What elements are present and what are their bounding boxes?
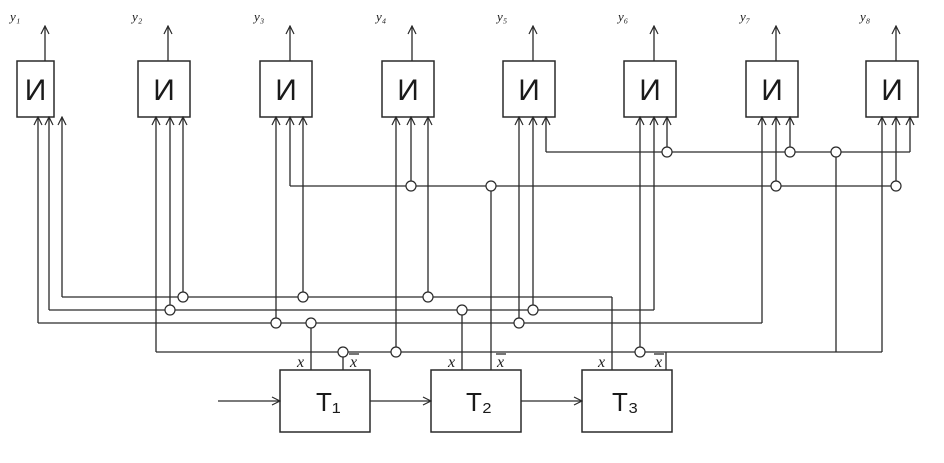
gate-label: И: [518, 74, 540, 107]
trigger-3: T₃ x x: [581, 353, 673, 433]
gate-label: И: [397, 74, 419, 107]
trigger-1: T₁ x x: [279, 353, 371, 433]
output-label-y2: y₂: [130, 9, 143, 24]
q-output-label: x: [447, 354, 455, 371]
and-gate-8: И y₈: [858, 9, 919, 118]
trigger-label: T₁: [316, 387, 341, 417]
output-label-y8: y₈: [858, 9, 871, 24]
output-label-y1: y₁: [8, 9, 20, 24]
and-gate-4: И y₄: [374, 9, 435, 118]
and-gate-1: И y₁: [8, 9, 55, 118]
and-gate-5: И y₅: [495, 9, 556, 118]
not-q-output-label: x: [349, 354, 357, 371]
gate-label: И: [25, 74, 47, 107]
and-gate-2: И y₂: [130, 9, 191, 118]
output-label-y6: y₆: [616, 9, 628, 24]
gate-label: И: [881, 74, 903, 107]
and-gate-7: И y₇: [738, 9, 799, 118]
and-gate-3: И y₃: [252, 9, 313, 118]
q-output-label: x: [296, 354, 304, 371]
trigger-label: T₂: [466, 387, 492, 417]
gate-label: И: [761, 74, 783, 107]
output-label-y4: y₄: [374, 9, 387, 24]
trigger-output-wires: [310, 152, 837, 370]
gate-label: И: [639, 74, 661, 107]
bus-wires: [38, 151, 910, 353]
q-output-label: x: [597, 354, 605, 371]
gate-label: И: [275, 74, 297, 107]
trigger-2: T₂ x x: [430, 353, 522, 433]
output-label-y5: y₅: [495, 9, 507, 24]
output-label-y3: y₃: [252, 9, 264, 24]
gate-input-wires: [38, 117, 910, 352]
crossover-markers: [164, 146, 902, 358]
not-q-output-label: x: [654, 354, 662, 371]
not-q-output-label: x: [496, 354, 504, 371]
and-gate-6: И y₆: [616, 9, 677, 118]
output-label-y7: y₇: [738, 9, 751, 24]
gate-label: И: [153, 74, 175, 107]
trigger-label: T₃: [612, 387, 638, 417]
